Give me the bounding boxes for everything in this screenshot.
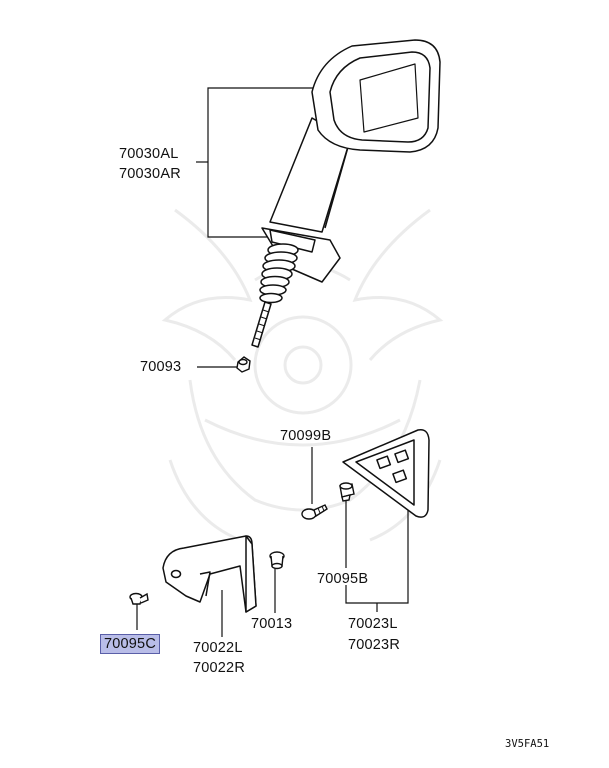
label-cover-left: 70023L — [348, 616, 398, 632]
label-clip-c-highlighted[interactable]: 70095C — [100, 634, 160, 654]
grommet-part — [269, 551, 285, 570]
leader-lines — [136, 87, 409, 637]
label-bracket-left: 70022L — [193, 640, 243, 656]
diagram-code: 3V5FA51 — [505, 738, 550, 750]
label-mirror-right: 70030AR — [119, 166, 181, 182]
nut-part — [236, 356, 251, 373]
mirror-assembly — [251, 39, 441, 348]
label-screw: 70099B — [280, 428, 332, 444]
label-bracket-right: 70022R — [193, 660, 245, 676]
label-mirror-left: 70030AL — [119, 146, 179, 162]
clip-b-part — [339, 482, 355, 502]
clip-c-part — [129, 592, 149, 605]
label-nut: 70093 — [140, 359, 182, 375]
inner-cover-part — [342, 428, 430, 518]
screw-part — [301, 504, 328, 520]
label-grommet: 70013 — [251, 616, 293, 632]
bracket-part — [162, 535, 257, 613]
label-clip-b: 70095B — [317, 571, 369, 587]
label-cover-right: 70023R — [348, 637, 400, 653]
